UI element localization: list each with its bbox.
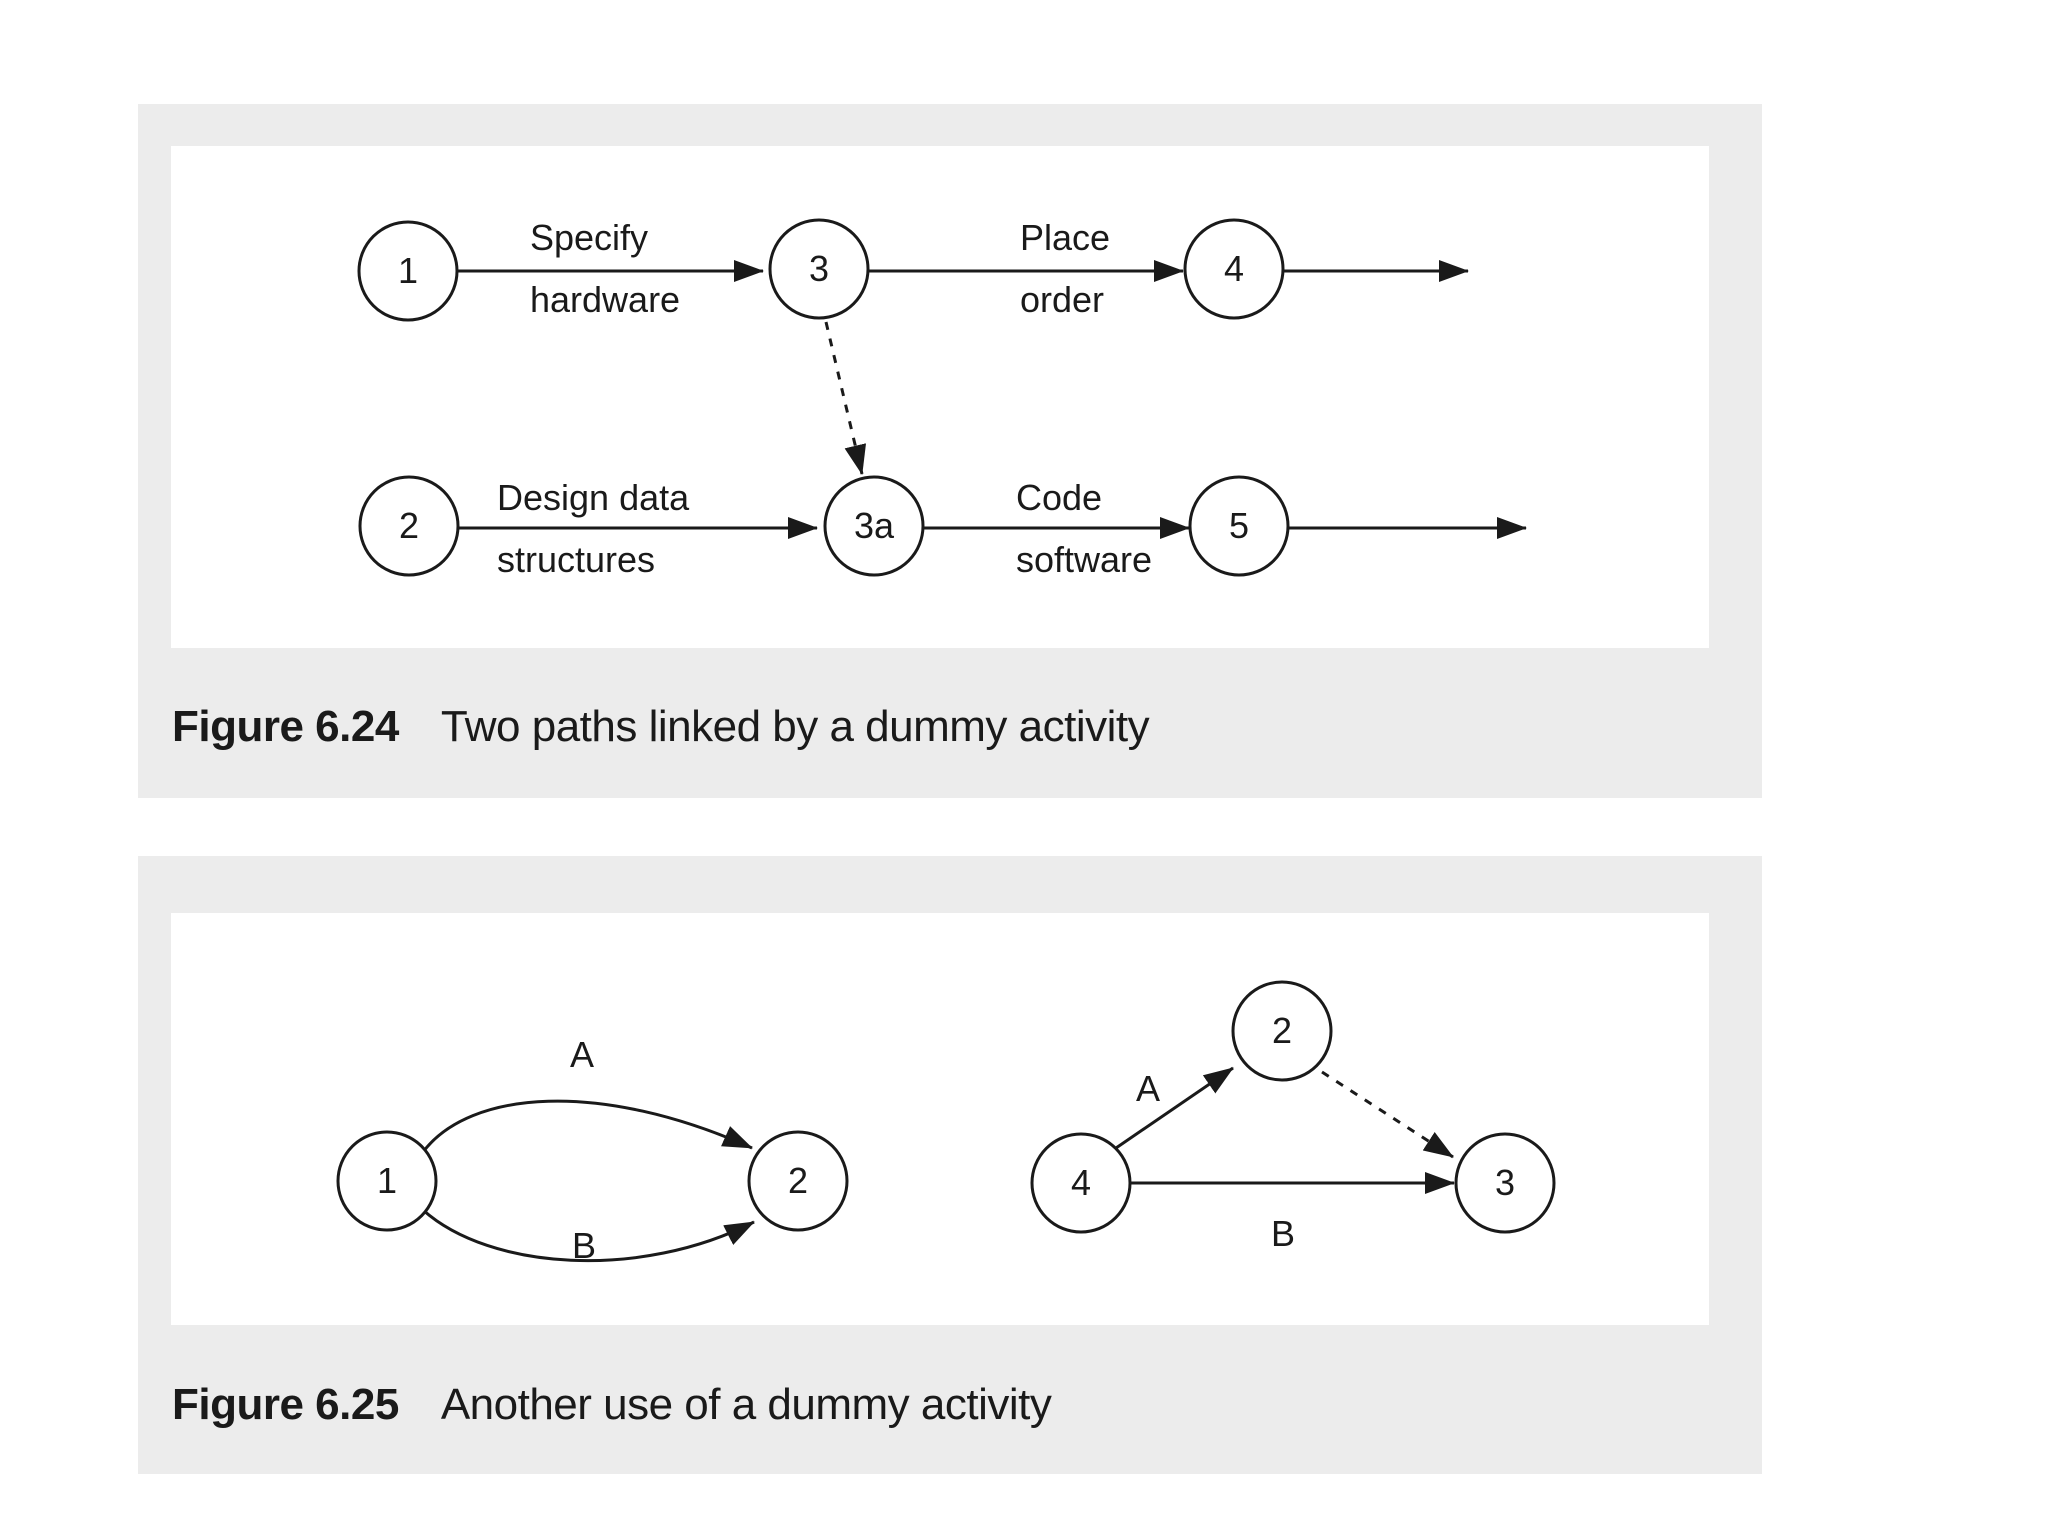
activity-design-data-label-line2: structures <box>497 539 655 580</box>
figure-6-25-caption: Figure 6.25 Another use of a dummy activi… <box>172 1380 1052 1430</box>
node-5-label: 5 <box>1229 505 1249 546</box>
right-node-4: 4 <box>1030 1132 1132 1234</box>
activity-specify-label-line1: Specify <box>530 217 648 258</box>
activity-specify-label-line2: hardware <box>530 279 680 320</box>
edge-left-1-to-2-b <box>422 1208 755 1263</box>
left-activity-b-label: B <box>572 1225 596 1266</box>
node-3-label: 3 <box>809 248 829 289</box>
node-3a: 3a <box>823 475 925 577</box>
left-node-1: 1 <box>336 1130 438 1232</box>
left-node-2-label: 2 <box>788 1160 808 1201</box>
node-1: 1 <box>357 220 459 322</box>
right-node-3: 3 <box>1454 1132 1556 1234</box>
left-node-2: 2 <box>747 1130 849 1232</box>
figure-6-24-number: Figure 6.24 <box>172 702 399 751</box>
activity-design-data-label-line1: Design data <box>497 477 690 518</box>
right-node-2: 2 <box>1231 980 1333 1082</box>
figure-6-24-caption: Figure 6.24 Two paths linked by a dummy a… <box>172 702 1150 752</box>
activity-place-order-label-line1: Place <box>1020 217 1110 258</box>
edge-left-1-to-2-a <box>421 1099 753 1153</box>
node-2-label: 2 <box>399 505 419 546</box>
right-activity-b-label: B <box>1271 1213 1295 1254</box>
figure-6-25-diagram-area <box>171 913 1709 1325</box>
activity-place-order-label-line2: order <box>1020 279 1104 320</box>
figure-6-25-number: Figure 6.25 <box>172 1380 399 1429</box>
right-node-2-label: 2 <box>1272 1010 1292 1051</box>
node-1-label: 1 <box>398 250 418 291</box>
right-node-3-label: 3 <box>1495 1162 1515 1203</box>
activity-code-software-label-line2: software <box>1016 539 1152 580</box>
node-4: 4 <box>1183 218 1285 320</box>
figure-6-24-title: Two paths linked by a dummy activity <box>440 702 1150 751</box>
left-activity-a-label: A <box>570 1034 594 1075</box>
edge-right-4-to-2 <box>1115 1066 1234 1150</box>
right-node-4-label: 4 <box>1071 1162 1091 1203</box>
left-node-1-label: 1 <box>377 1160 397 1201</box>
right-activity-a-label: A <box>1136 1068 1160 1109</box>
node-3a-label: 3a <box>854 505 895 546</box>
node-2: 2 <box>358 475 460 577</box>
node-3: 3 <box>768 218 870 320</box>
dummy-edge-3-to-3a <box>824 321 867 475</box>
activity-code-software-label-line1: Code <box>1016 477 1102 518</box>
node-5: 5 <box>1188 475 1290 577</box>
figure-6-25-title: Another use of a dummy activity <box>440 1380 1052 1429</box>
node-4-label: 4 <box>1224 248 1244 289</box>
dummy-edge-right-2-to-3 <box>1321 1070 1454 1159</box>
